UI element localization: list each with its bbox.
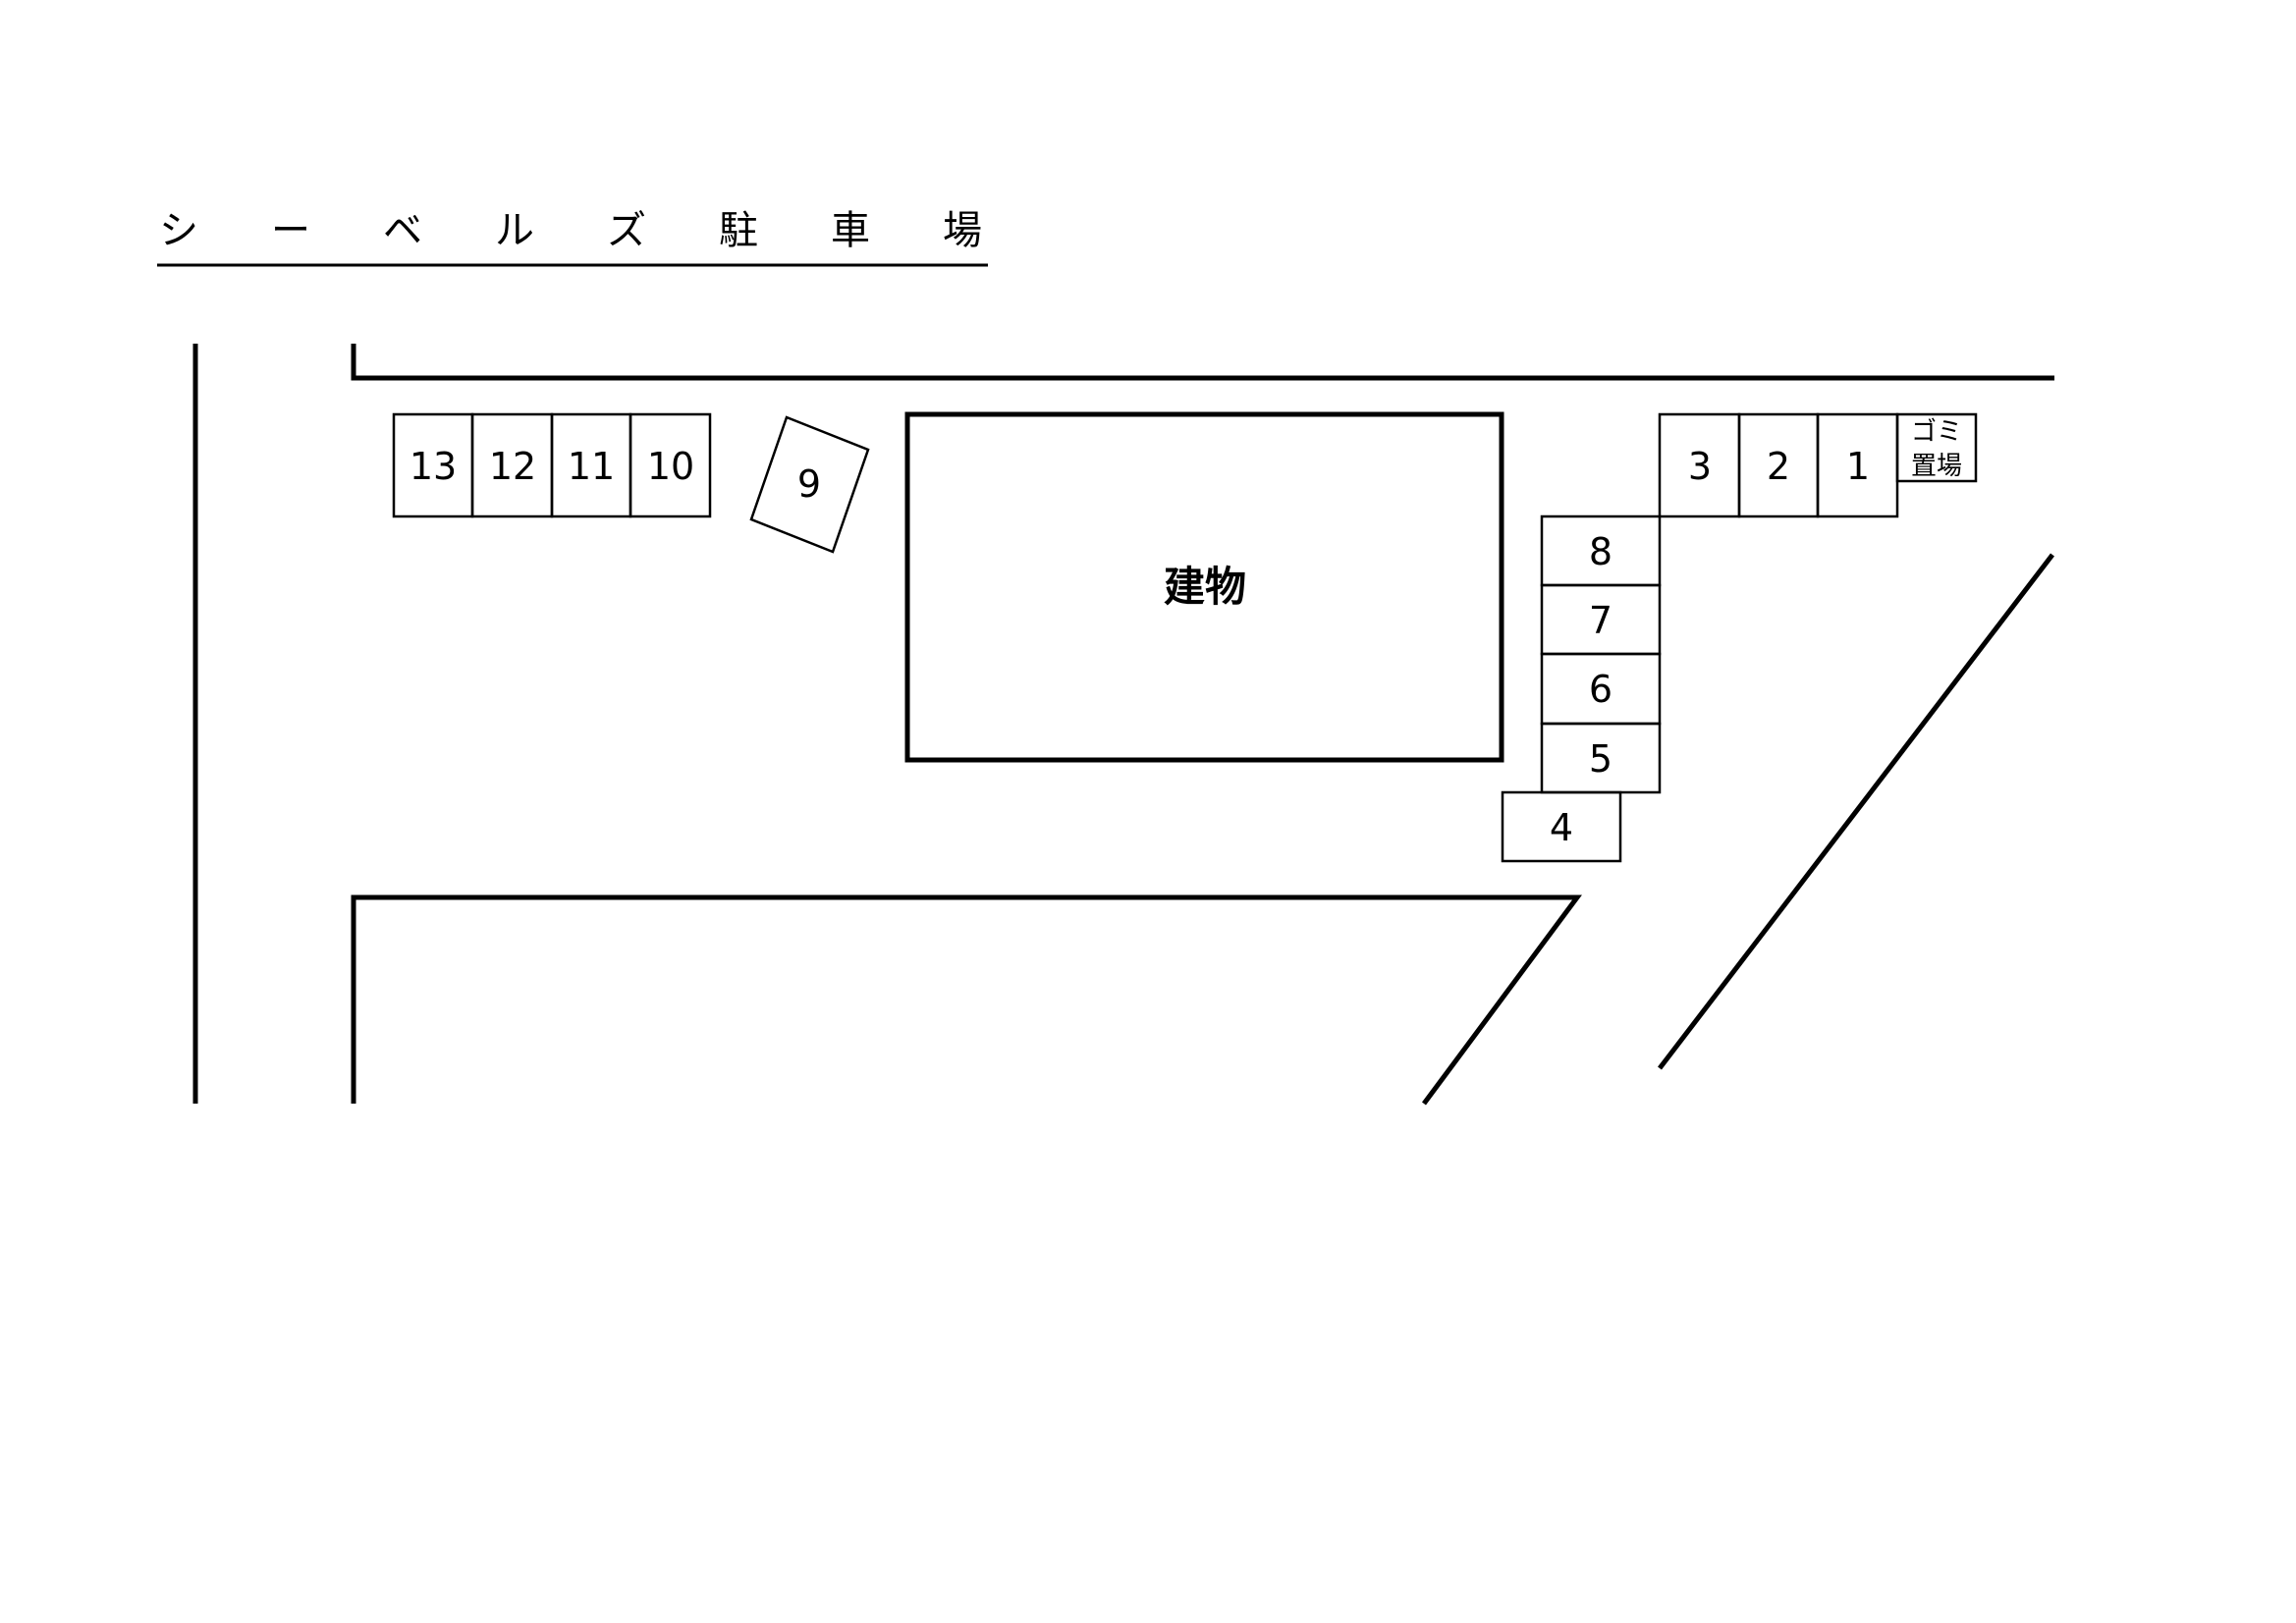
slot-label-12: 12 [489,445,536,488]
slot-label-1: 1 [1846,445,1870,488]
slot-label-4: 4 [1550,806,1573,849]
building-label: 建物 [1164,563,1246,611]
parking-slot-4 [1501,790,1622,863]
slot-label-7: 7 [1589,599,1613,642]
slot-label-2: 2 [1767,445,1790,488]
diagonal-road-line [1658,553,2054,1070]
slot-label-10: 10 [647,445,694,488]
trash-label-line1: ゴミ [1911,417,1962,447]
parking-slot-10 [629,412,712,518]
trash-label-line2: 置場 [1911,452,1962,481]
slot-row-left [392,412,712,518]
title-char-1: シ [159,208,198,253]
bottom-boundary-line [351,894,1582,1106]
slot-row-right [1658,412,1978,518]
slot-column [1501,514,1662,863]
page-title: シ ー ベ ル ズ 駐 車 場 [157,208,988,267]
building-outline [904,411,1504,763]
slot-label-6: 6 [1589,668,1613,711]
slot-label-8: 8 [1589,530,1613,573]
top-boundary-line [351,344,2054,381]
slot-label-5: 5 [1589,737,1613,781]
parking-slot-9 [749,415,870,554]
title-char-7: 車 [831,208,870,253]
title-char-2: ー [271,208,310,253]
title-char-4: ル [495,208,534,253]
slot-label-13: 13 [410,445,457,488]
slot-label-9: 9 [797,462,821,506]
title-char-5: ズ [607,208,646,253]
title-char-3: ベ [383,208,422,253]
trash-area [1895,412,1978,483]
slot-label-11: 11 [568,445,615,488]
road-lines [192,344,2054,1106]
title-char-8: 場 [943,208,982,253]
slot-label-3: 3 [1688,445,1712,488]
title-char-6: 駐 [719,208,758,253]
building: 建物 [904,411,1504,763]
